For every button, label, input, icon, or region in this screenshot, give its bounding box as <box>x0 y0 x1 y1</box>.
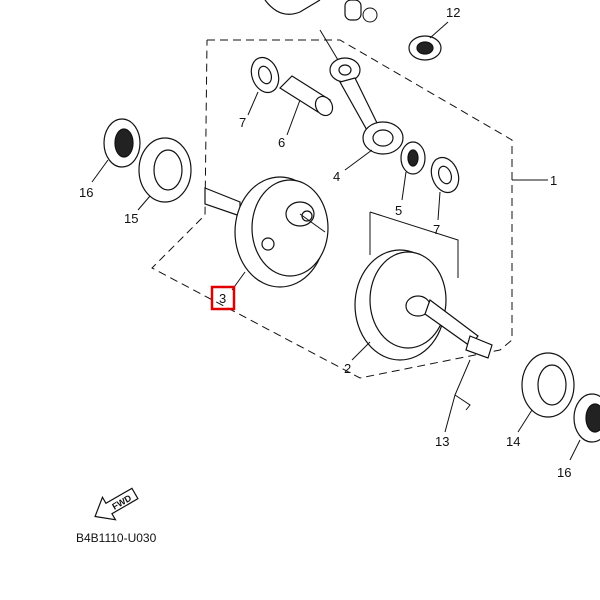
callout-13: 13 <box>435 434 449 449</box>
connecting-rod-4 <box>319 29 404 171</box>
callout-7a: 7 <box>239 115 246 130</box>
key-13 <box>444 359 471 433</box>
bearing-14 <box>517 352 575 433</box>
callout-14: 14 <box>506 434 520 449</box>
crank-pin-6 <box>279 75 334 136</box>
washer-7b <box>430 156 460 221</box>
callout-4: 4 <box>333 169 340 184</box>
callout-16b: 16 <box>557 465 571 480</box>
callout-1: 1 <box>550 173 557 188</box>
oil-seal-16b <box>569 393 600 461</box>
fwd-arrow-icon: FWD <box>94 487 139 521</box>
highlight-box <box>210 285 236 311</box>
callout-12: 12 <box>446 5 460 20</box>
bearing-15 <box>137 137 192 211</box>
callout-6: 6 <box>278 135 285 150</box>
bearing-12 <box>408 21 449 61</box>
diagram-code: B4B1110-U030 <box>76 531 157 545</box>
oil-seal-16a <box>91 118 141 183</box>
callout-5: 5 <box>395 203 402 218</box>
callout-16a: 16 <box>79 185 93 200</box>
callout-7b: 7 <box>433 222 440 237</box>
callout-2: 2 <box>344 361 351 376</box>
crank-half-2 <box>351 211 493 361</box>
crank-half-3 <box>204 176 329 291</box>
callout-3[interactable]: 3 <box>219 291 226 306</box>
callout-15: 15 <box>124 211 138 226</box>
washer-7a <box>247 56 280 116</box>
assembly-outline <box>151 39 513 379</box>
piston-pin <box>264 0 378 23</box>
bearing-5 <box>400 141 426 201</box>
